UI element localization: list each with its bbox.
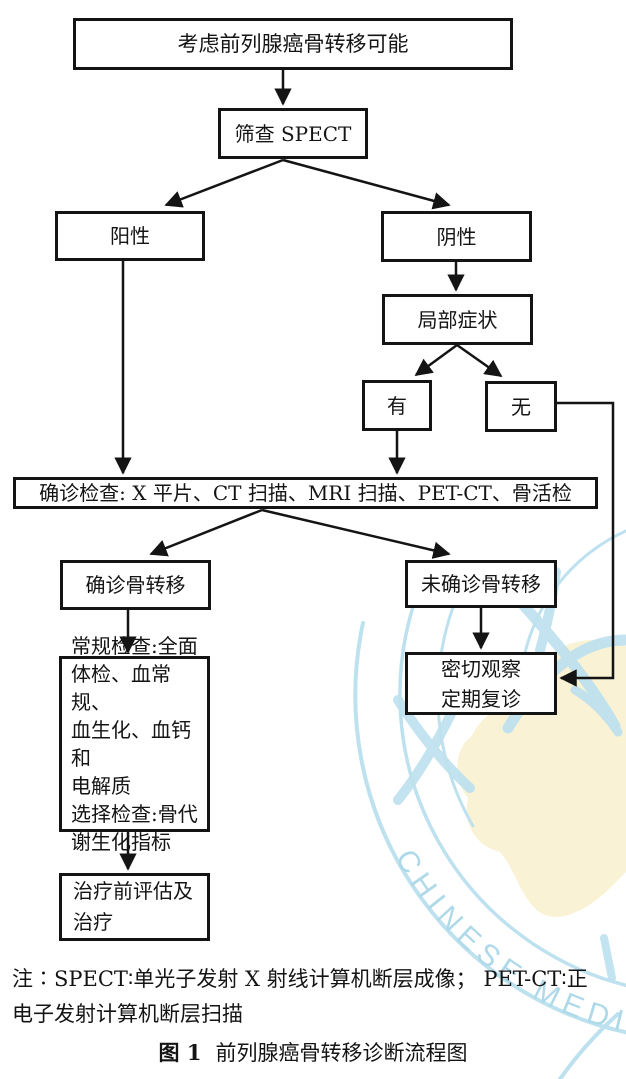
node-metastasis-unconfirmed: 未确诊骨转移 <box>405 560 557 608</box>
node-consider-bone-metastasis: 考虑前列腺癌骨转移可能 <box>73 18 513 70</box>
node-observe-followup: 密切观察 定期复诊 <box>405 652 557 715</box>
node-confirmatory-exams: 确诊检查: X 平片、CT 扫描、MRI 扫描、PET-CT、骨活检 <box>13 477 598 509</box>
figure-caption: 图 1 前列腺癌骨转移诊断流程图 <box>0 1037 626 1067</box>
figure-caption-title: 前列腺癌骨转移诊断流程图 <box>215 1041 468 1065</box>
node-symptoms-no: 无 <box>485 381 557 432</box>
node-routine-tests: 常规检查:全面 体检、血常规、 血生化、血钙和 电解质 选择检查:骨代 谢生化指… <box>59 634 210 854</box>
node-metastasis-confirmed: 确诊骨转移 <box>60 560 211 610</box>
node-pretreatment-evaluation: 治疗前评估及 治疗 <box>59 873 210 941</box>
figure-caption-number: 图 1 <box>158 1040 202 1065</box>
node-negative: 阴性 <box>381 211 532 262</box>
figure-footnote: 注∶SPECT∶单光子发射 X 射线计算机断层成像； PET-CT∶正 电子发射… <box>12 967 588 1026</box>
node-local-symptoms: 局部症状 <box>382 294 533 345</box>
node-symptoms-yes: 有 <box>362 380 432 431</box>
node-screening-spect: 筛查 SPECT <box>218 108 368 159</box>
node-positive: 阳性 <box>55 211 205 261</box>
